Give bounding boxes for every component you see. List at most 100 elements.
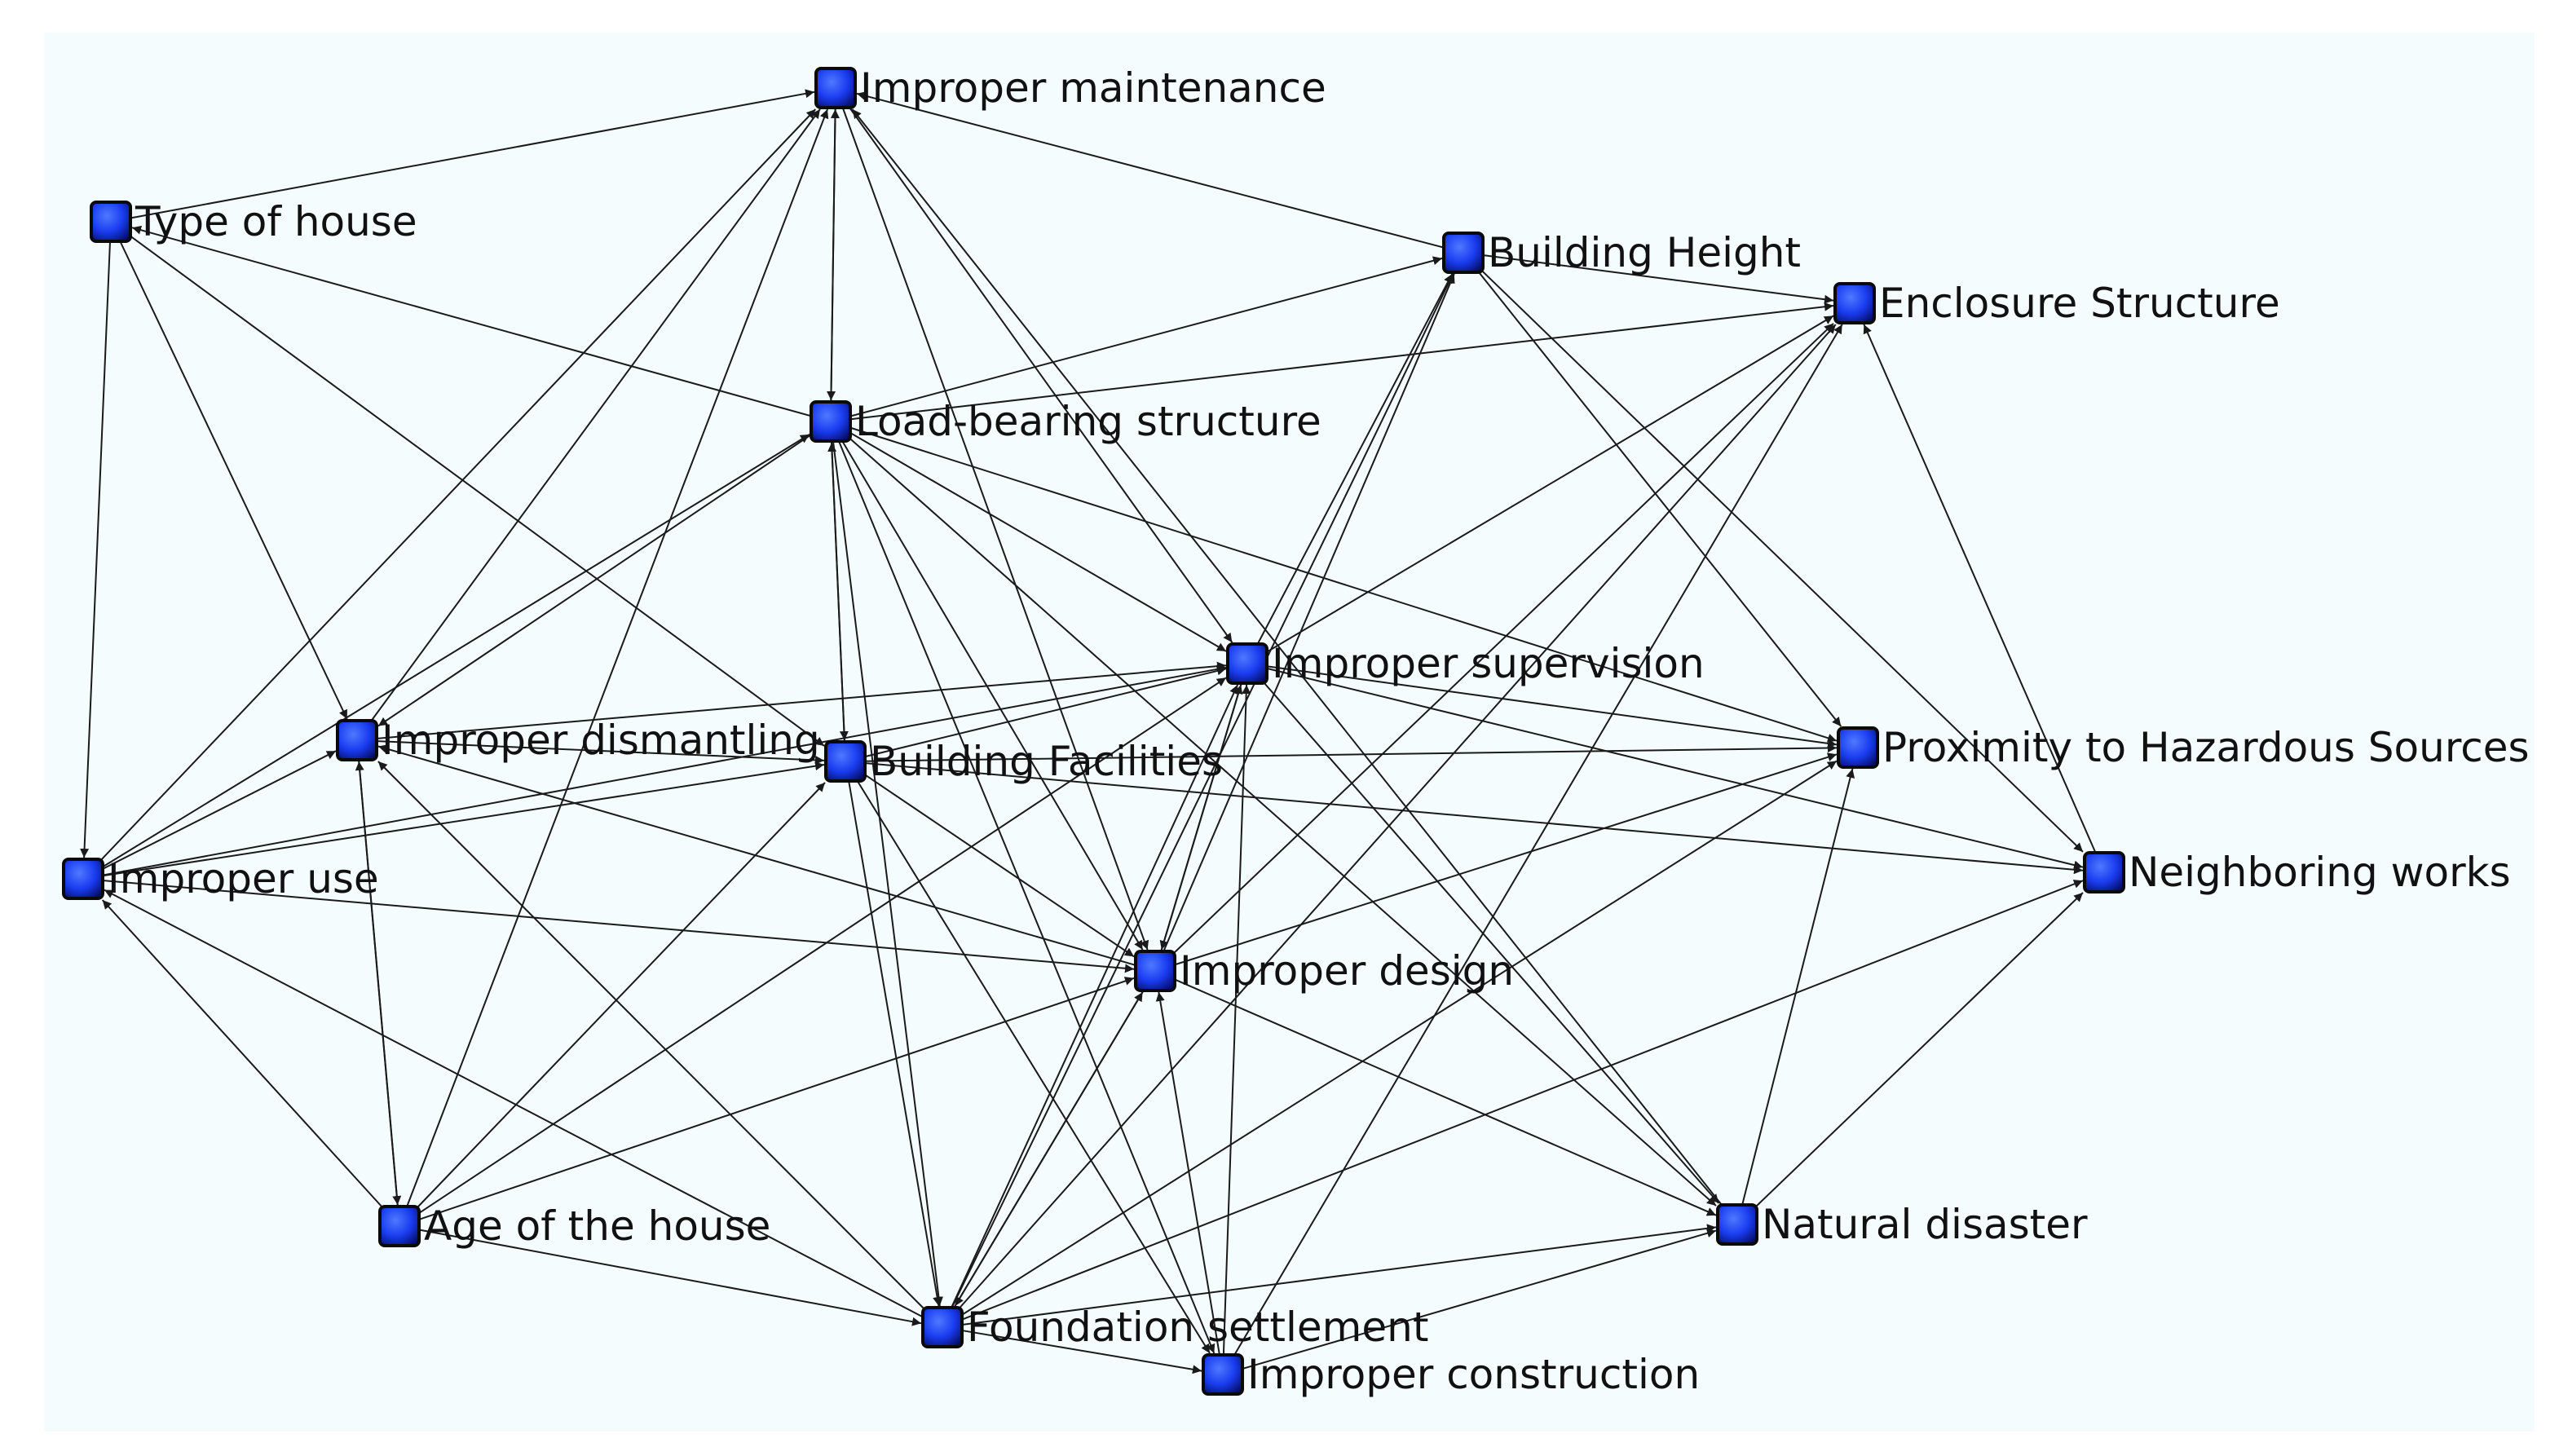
edge-load-to-type	[131, 225, 814, 417]
edge-facil-to-found	[847, 779, 942, 1307]
edge-facil-to-constr	[855, 779, 1211, 1354]
node-label: Neighboring works	[2129, 849, 2511, 896]
edge-superv-to-neigh	[1264, 667, 2084, 870]
edge-superv-to-height	[1255, 273, 1454, 646]
node-disaster: Natural disaster	[1716, 1201, 2088, 1248]
node-dismant: Improper dismantling	[336, 717, 820, 764]
node-marker	[814, 67, 857, 109]
edge-dismant-to-maint	[369, 108, 821, 723]
node-marker	[1837, 726, 1879, 769]
edge-age-to-superv	[417, 677, 1227, 1216]
edge-use-to-load	[100, 434, 810, 869]
edge-disaster-to-maint	[851, 108, 1724, 1207]
edge-load-to-design	[840, 439, 1144, 951]
node-label: Building Facilities	[870, 738, 1223, 785]
edge-found-to-disaster	[960, 1224, 1717, 1326]
edge-superv-to-disaster	[1262, 681, 1720, 1204]
node-marker	[1833, 282, 1876, 324]
node-marker	[1442, 232, 1485, 274]
edge-use-to-maint	[99, 108, 817, 862]
edge-design-to-encl	[1172, 323, 1834, 955]
edge-design-to-dismant	[377, 744, 1138, 967]
edge-facil-to-superv	[863, 666, 1227, 758]
node-label: Improper use	[108, 855, 379, 902]
node-prox: Proximity to Hazardous Sources	[1837, 724, 2530, 771]
edge-design-to-height	[1162, 273, 1455, 954]
edge-found-to-height	[950, 273, 1454, 1310]
edge-load-to-found	[832, 439, 943, 1307]
edge-age-to-found	[417, 1229, 922, 1326]
edge-facil-to-design	[863, 773, 1135, 958]
edge-height-to-encl	[1480, 254, 1834, 304]
edge-found-to-use	[104, 889, 925, 1319]
edge-found-to-dismant	[377, 761, 925, 1310]
node-label: Improper supervision	[1272, 640, 1705, 687]
node-use: Improper use	[62, 855, 379, 902]
node-marker	[62, 858, 104, 900]
node-label: Improper dismantling	[382, 717, 820, 764]
node-label: Proximity to Hazardous Sources	[1882, 724, 2530, 771]
edge-type-to-use	[80, 239, 112, 858]
edge-design-to-superv	[1159, 684, 1243, 954]
node-height: Building Height	[1442, 229, 1801, 276]
edge-load-to-encl	[848, 302, 1834, 421]
edge-use-to-design	[100, 879, 1135, 973]
node-marker	[921, 1306, 964, 1348]
edge-age-to-facil	[416, 782, 826, 1209]
edge-found-to-superv	[950, 684, 1239, 1310]
edge-load-to-height	[848, 256, 1443, 418]
edge-maint-to-superv	[847, 105, 1233, 643]
edge-use-to-dismant	[100, 750, 337, 871]
node-marker	[378, 1205, 421, 1247]
node-facil: Building Facilities	[824, 738, 1223, 785]
node-label: Building Height	[1488, 229, 1801, 276]
edge-facil-to-neigh	[863, 761, 2084, 875]
edge-design-to-prox	[1172, 752, 1838, 966]
node-label: Load-bearing structure	[855, 398, 1321, 445]
edge-maint-to-design	[841, 105, 1149, 951]
edge-load-to-disaster	[848, 436, 1717, 1207]
node-superv: Improper supervision	[1226, 640, 1705, 687]
edge-found-to-neigh	[960, 880, 2084, 1321]
edge-age-to-maint	[405, 108, 829, 1209]
node-label: Enclosure Structure	[1879, 280, 2280, 327]
node-design: Improper design	[1134, 947, 1514, 995]
edge-use-to-superv	[100, 664, 1227, 876]
node-marker	[336, 719, 378, 761]
edge-type-to-facil	[128, 234, 825, 747]
node-maint: Improper maintenance	[814, 64, 1326, 112]
edge-constr-to-disaster	[1240, 1229, 1717, 1370]
node-constr: Improper construction	[1202, 1351, 1700, 1398]
edge-type-to-dismant	[118, 239, 348, 720]
edge-constr-to-encl	[1233, 324, 1843, 1357]
node-neigh: Neighboring works	[2083, 849, 2511, 896]
node-marker	[1226, 642, 1268, 685]
edge-use-to-facil	[100, 761, 825, 877]
node-label: Type of house	[135, 198, 417, 245]
node-label: Natural disaster	[1762, 1201, 2088, 1248]
node-load: Load-bearing structure	[810, 398, 1321, 445]
edge-constr-to-design	[1155, 991, 1221, 1357]
edge-dismant-to-superv	[374, 661, 1227, 740]
node-marker	[1202, 1353, 1244, 1396]
edge-found-to-prox	[960, 760, 1838, 1317]
edge-load-to-superv	[848, 430, 1227, 652]
node-label: Age of the house	[424, 1202, 770, 1250]
node-marker	[1716, 1203, 1758, 1246]
edge-disaster-to-prox	[1741, 768, 1855, 1207]
edge-design-to-disaster	[1172, 977, 1717, 1216]
edge-load-to-prox	[848, 426, 1838, 743]
node-marker	[1134, 950, 1176, 992]
edge-facil-to-prox	[863, 743, 1838, 762]
node-marker	[2083, 851, 2125, 893]
edge-height-to-neigh	[1480, 269, 2084, 853]
edge-type-to-maint	[128, 89, 815, 219]
edge-facil-to-load	[827, 442, 846, 744]
edge-superv-to-prox	[1264, 665, 1838, 748]
node-encl: Enclosure Structure	[1833, 280, 2280, 327]
edge-maint-to-load	[827, 105, 836, 401]
edge-load-to-constr	[837, 439, 1216, 1354]
edge-dismant-to-facil	[374, 740, 825, 765]
edge-layer	[80, 89, 2098, 1374]
